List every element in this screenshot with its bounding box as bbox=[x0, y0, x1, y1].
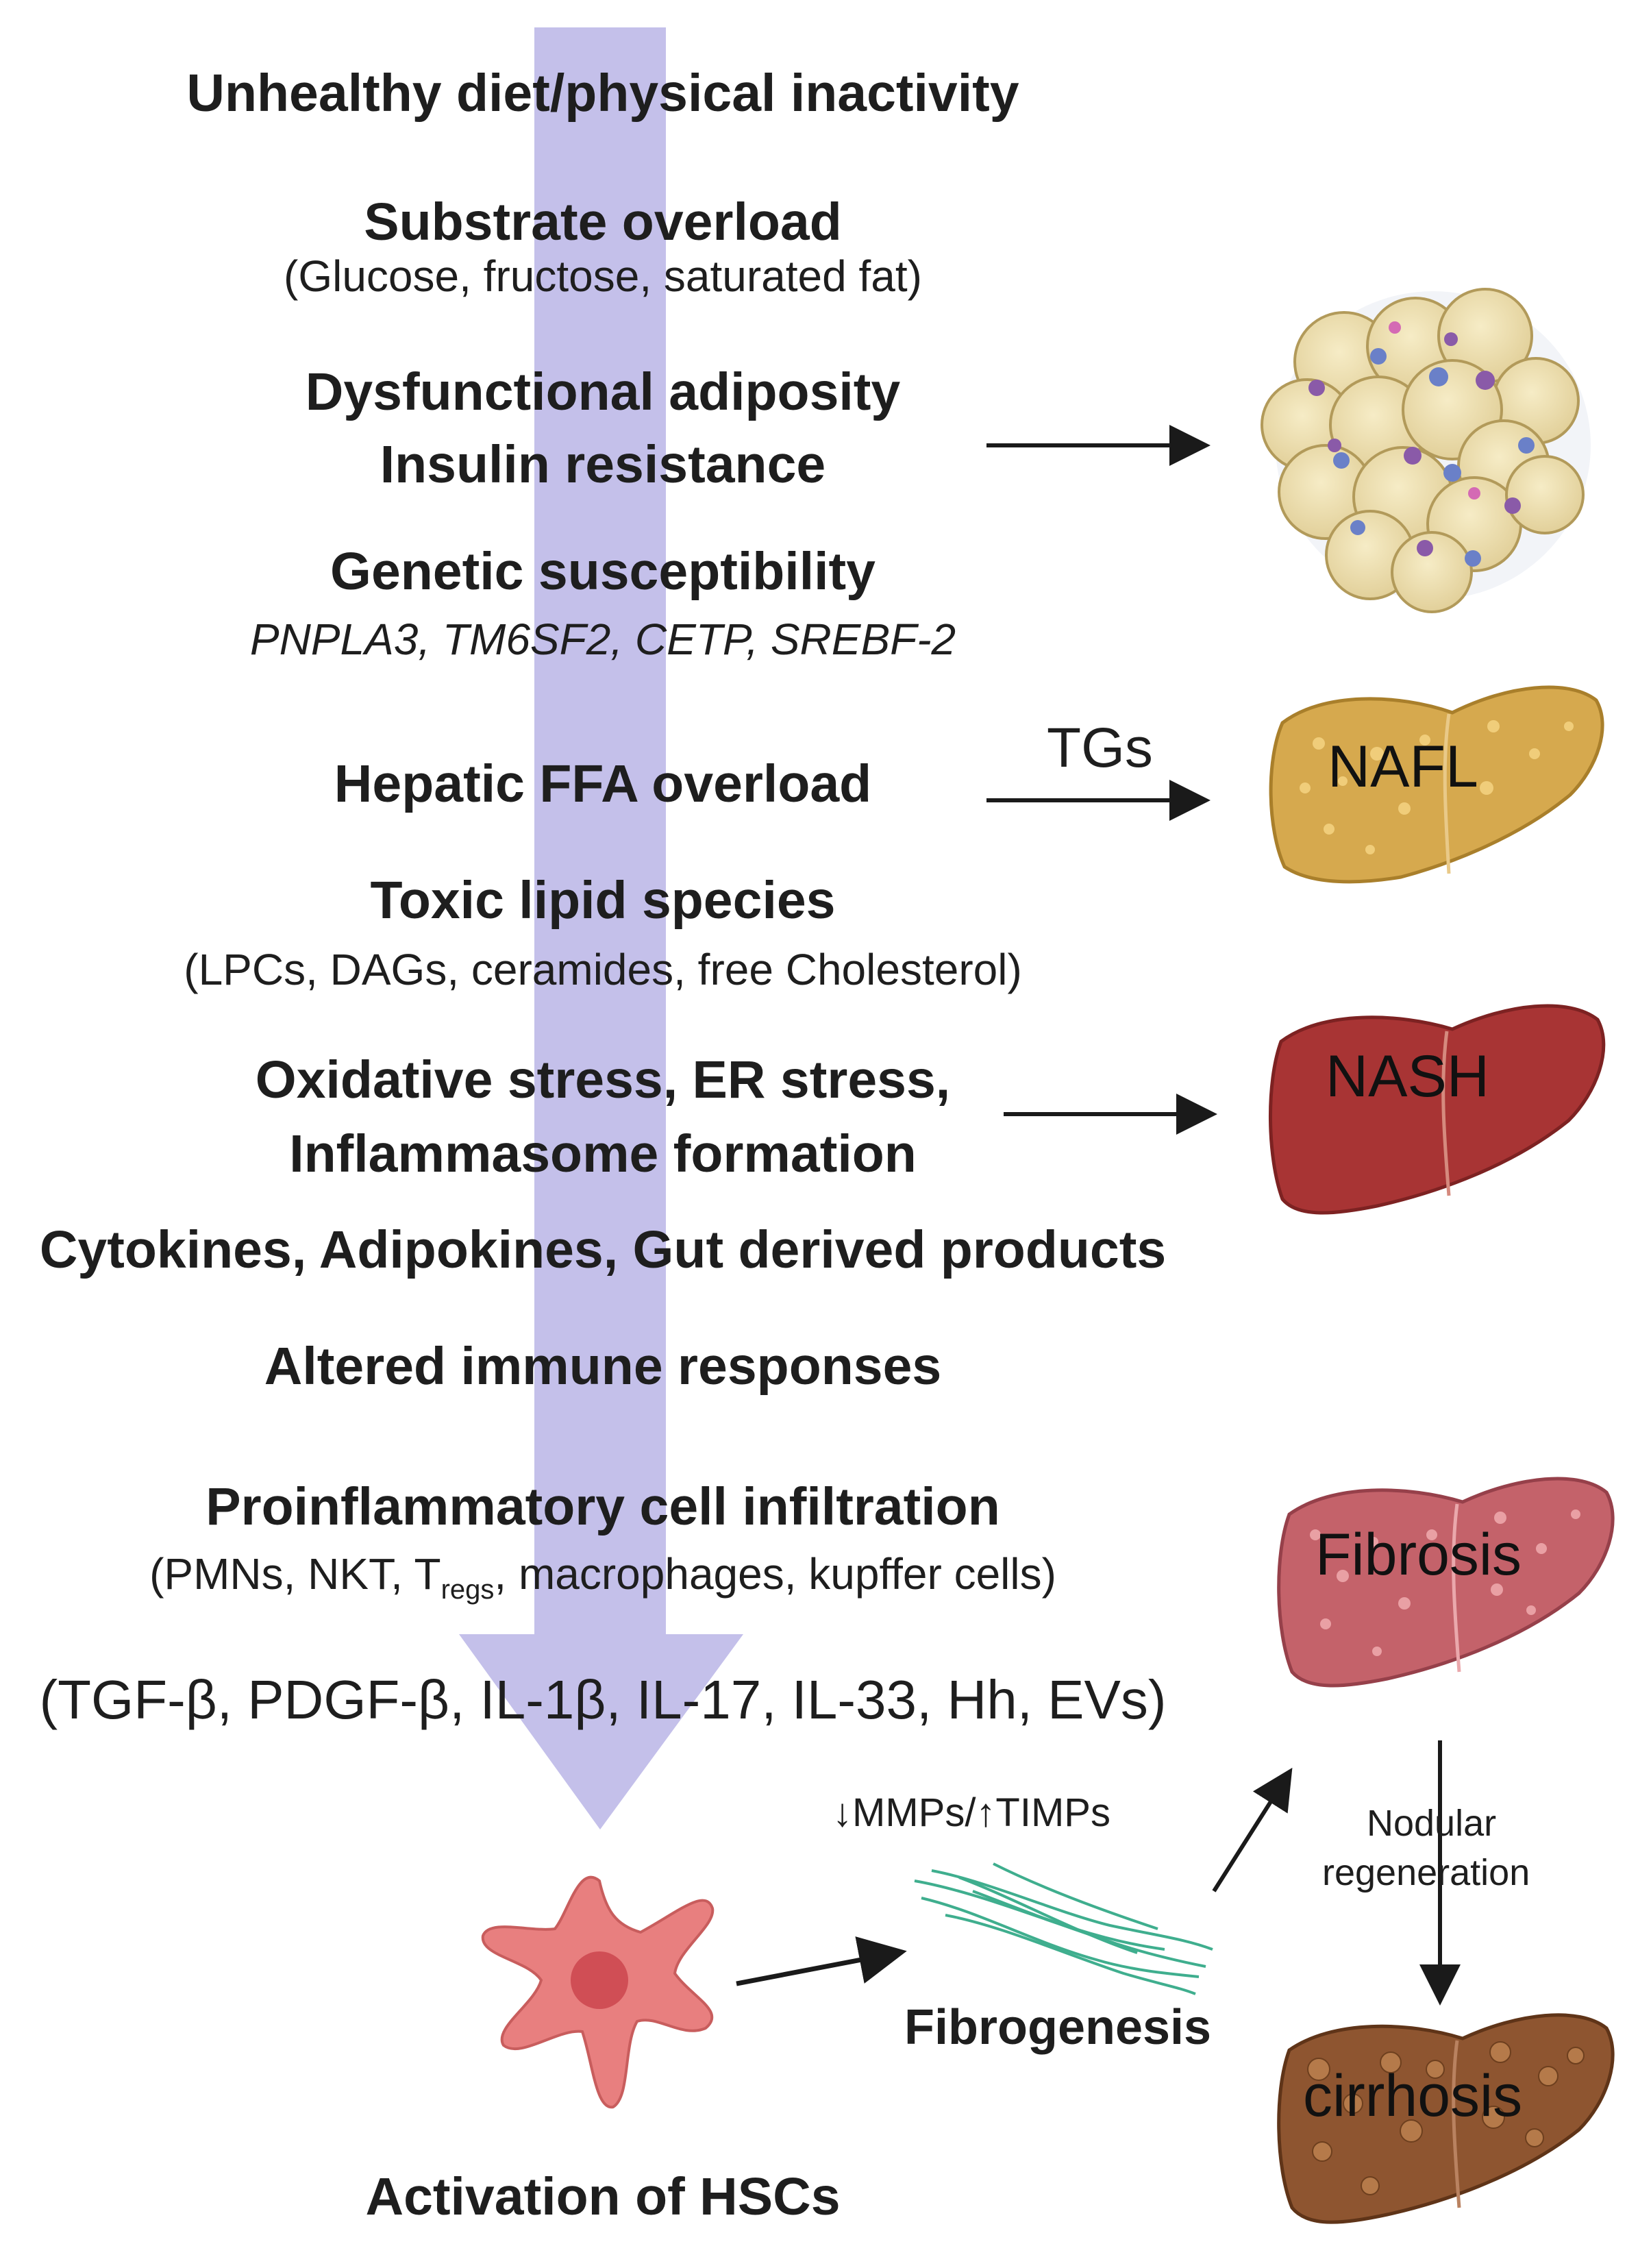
toxic-lipid-title: Toxic lipid species bbox=[370, 871, 836, 930]
oxidative-stress-label: Oxidative stress, ER stress, bbox=[255, 1050, 951, 1109]
inflammasome-label: Inflammasome formation bbox=[289, 1124, 917, 1183]
toxic-lipid-detail: (LPCs, DAGs, ceramides, free Cholesterol… bbox=[184, 945, 1022, 994]
infiltration-title: Proinflammatory cell infiltration bbox=[206, 1477, 1000, 1536]
hepatic-stellate-cell-icon bbox=[481, 1875, 715, 2109]
arrow-fibers-to-fibrosis bbox=[1212, 1767, 1293, 1893]
substrate-overload-title: Substrate overload bbox=[364, 193, 842, 251]
regeneration-label: regeneration bbox=[1322, 1852, 1530, 1893]
altered-immune-label: Altered immune responses bbox=[264, 1337, 942, 1396]
cytokines-label: Cytokines, Adipokines, Gut derived produ… bbox=[39, 1220, 1167, 1279]
nodular-label: Nodular bbox=[1367, 1803, 1497, 1844]
dysfunctional-adiposity-label: Dysfunctional adiposity bbox=[305, 362, 901, 421]
collagen-fibers-icon bbox=[914, 1862, 1213, 1995]
nash-label: NASH bbox=[1326, 1044, 1489, 1109]
infiltration-pre: (PMNs, NKT, T bbox=[149, 1549, 441, 1599]
cirrhosis-label: cirrhosis bbox=[1303, 2063, 1523, 2129]
mmps-timps-label: ↓MMPs/↑TIMPs bbox=[832, 1790, 1110, 1835]
tgs-label: TGs bbox=[1047, 717, 1153, 779]
insulin-resistance-label: Insulin resistance bbox=[380, 435, 826, 494]
arrow-hsc-to-fibers bbox=[736, 1936, 907, 1986]
infiltration-detail: (PMNs, NKT, Tregs, macrophages, kupffer … bbox=[149, 1549, 1056, 1605]
fibrosis-label: Fibrosis bbox=[1315, 1522, 1522, 1588]
substrate-overload-detail: (Glucose, fructose, saturated fat) bbox=[284, 251, 922, 301]
cirrhosis-liver-icon bbox=[1277, 2013, 1615, 2224]
mediators-list: (TGF-β, PDGF-β, IL-1β, IL-17, IL-33, Hh,… bbox=[39, 1669, 1167, 1730]
activation-hscs-label: Activation of HSCs bbox=[365, 2167, 841, 2226]
genetic-genes-list: PNPLA3, TM6SF2, CETP, SREBF-2 bbox=[249, 615, 956, 664]
fibrosis-liver-icon bbox=[1277, 1477, 1615, 1688]
infiltration-sub: regs bbox=[440, 1575, 495, 1605]
genetic-susceptibility-title: Genetic susceptibility bbox=[330, 542, 876, 601]
fibrogenesis-label: Fibrogenesis bbox=[904, 2000, 1212, 2055]
nash-liver-icon bbox=[1269, 1004, 1606, 1215]
nafl-liver-icon bbox=[1269, 685, 1604, 884]
progression-arrow bbox=[459, 27, 743, 1829]
unhealthy-diet-label: Unhealthy diet/physical inactivity bbox=[186, 64, 1019, 123]
adipose-tissue-icon bbox=[1261, 288, 1591, 613]
infiltration-post: , macrophages, kupffer cells) bbox=[494, 1549, 1056, 1599]
hepatic-ffa-label: Hepatic FFA overload bbox=[334, 754, 872, 813]
nafl-label: NAFL bbox=[1328, 734, 1478, 800]
